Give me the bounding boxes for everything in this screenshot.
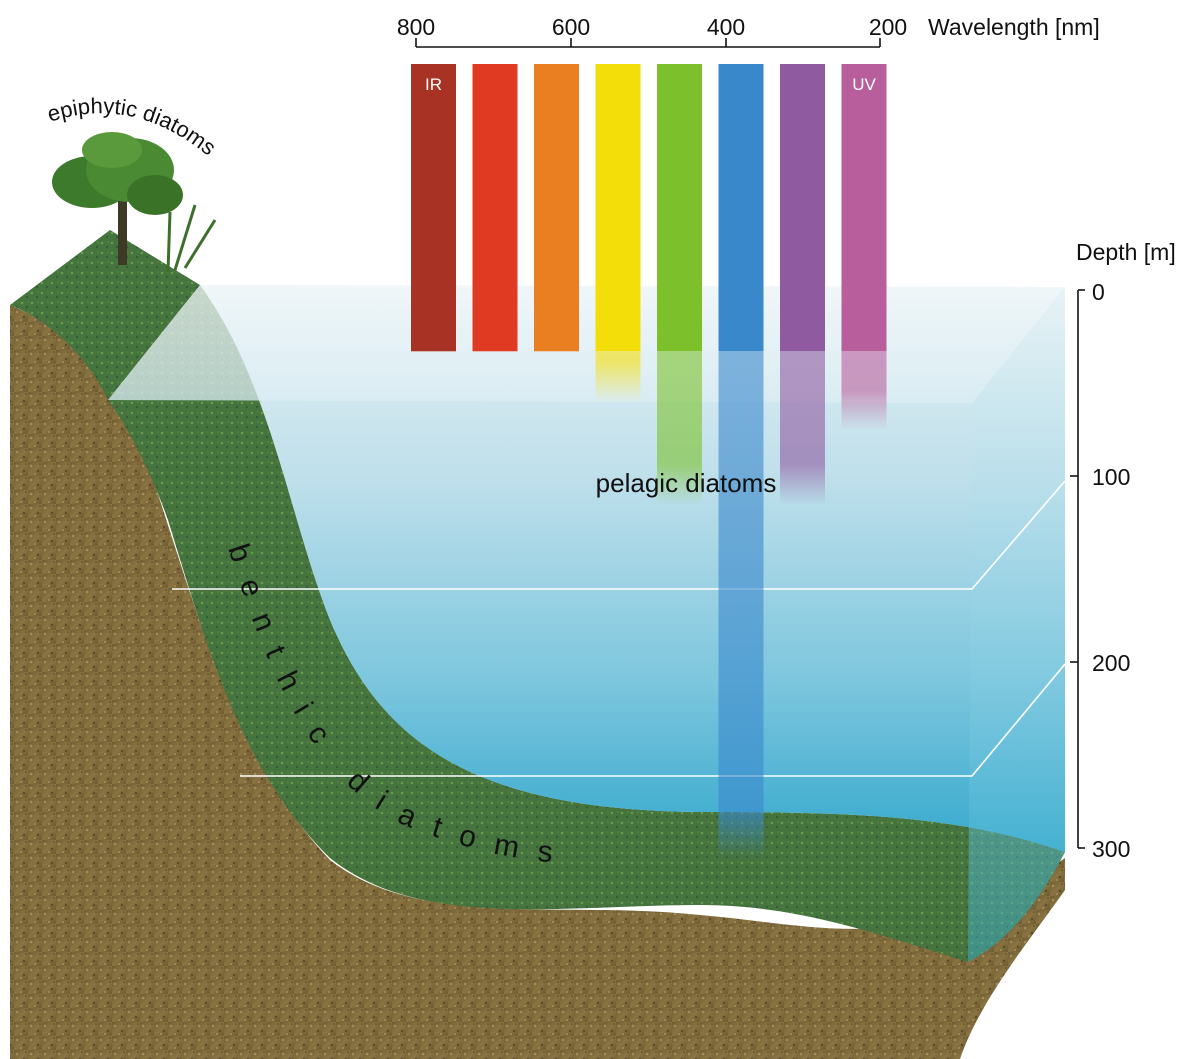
depth-axis-label: Depth [m] [1076,239,1176,265]
depth-tick-label-300: 300 [1092,836,1130,862]
wavelength-tick-label-400: 400 [707,14,745,40]
wavelength-axis: 800 600 400 200 Wavelength [nm] [397,14,1100,48]
spectrum-band-underwater-8 [841,351,887,431]
spectrum-band-2 [472,64,518,351]
soil-cross-section [10,305,1065,1059]
depth-tick-label-0: 0 [1092,279,1105,305]
benthic-algae-layer [108,285,1065,962]
spectrum-band-label: UV [852,75,876,94]
spectrum-band-underwater-7 [780,351,825,505]
water-overlay [108,285,1065,403]
spectrum-band-1 [411,64,456,351]
depth-axis: Depth [m] 0 100 200 300 [1070,239,1176,862]
spectrum-band-3 [534,64,579,351]
spectrum-band-underwater-1 [411,351,456,352]
spectrum-band-underwater-6 [718,351,764,858]
wavelength-axis-label: Wavelength [nm] [928,14,1100,40]
spectrum-band-underwater-5 [657,351,702,505]
spectrum-bands: IR UV [411,64,887,858]
spectrum-band-4 [595,64,641,351]
water-side-face [968,287,1065,962]
spectrum-band-underwater-3 [534,351,579,352]
spectrum-band-7 [780,64,825,351]
spectrum-band-5 [657,64,702,351]
grass-bank [10,230,200,400]
spectrum-band-8 [841,64,887,351]
wavelength-tick-label-800: 800 [397,14,435,40]
depth-tick-label-200: 200 [1092,650,1130,676]
pelagic-diatoms-label: pelagic diatoms [596,468,777,498]
depth-line-250m [240,663,1066,777]
spectrum-band-underwater-4 [595,351,641,403]
spectrum-band-label: IR [425,75,442,94]
tree-icon [52,132,217,273]
depth-tick-label-100: 100 [1092,464,1130,490]
spectrum-band-6 [718,64,764,351]
depth-line-150m [172,480,1066,590]
spectrum-band-underwater-2 [472,351,518,352]
wavelength-tick-label-600: 600 [552,14,590,40]
wavelength-tick-label-200: 200 [869,14,907,40]
